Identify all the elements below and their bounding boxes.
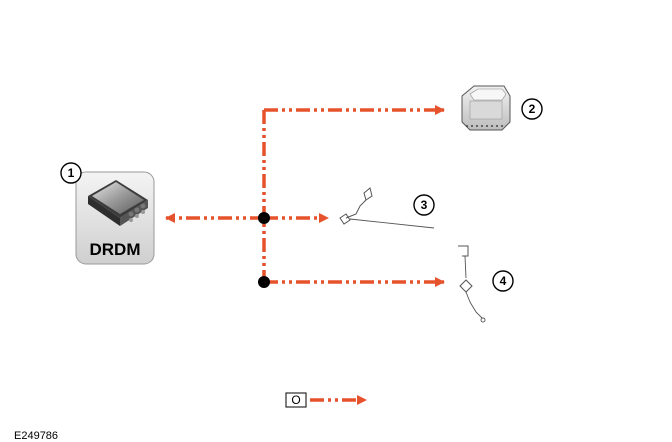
connection-lines [165,105,445,287]
item3-wire-sensor [339,187,435,229]
figure-id: E249786 [14,430,59,442]
callout-3-label: 3 [421,198,428,212]
callout-4-label: 4 [500,274,507,288]
callout-2-label: 2 [529,102,536,116]
callout-1-label: 1 [68,166,75,180]
junction-dot-upper [258,212,270,224]
callout-1: 1 [60,162,82,184]
legend: O [285,392,367,408]
drdm-label: DRDM [90,240,141,259]
callout-2: 2 [521,98,543,120]
legend-key-label: O [291,393,300,407]
item2-sensor-box [461,85,511,131]
drdm-module: DRDM [75,171,155,265]
drdm-chip-icon [88,180,148,226]
legend-key-box [285,392,307,408]
callout-4: 4 [492,270,514,292]
item4-lead-sensor [458,245,486,323]
junction-dot-lower [258,276,270,288]
callout-3: 3 [413,194,435,216]
